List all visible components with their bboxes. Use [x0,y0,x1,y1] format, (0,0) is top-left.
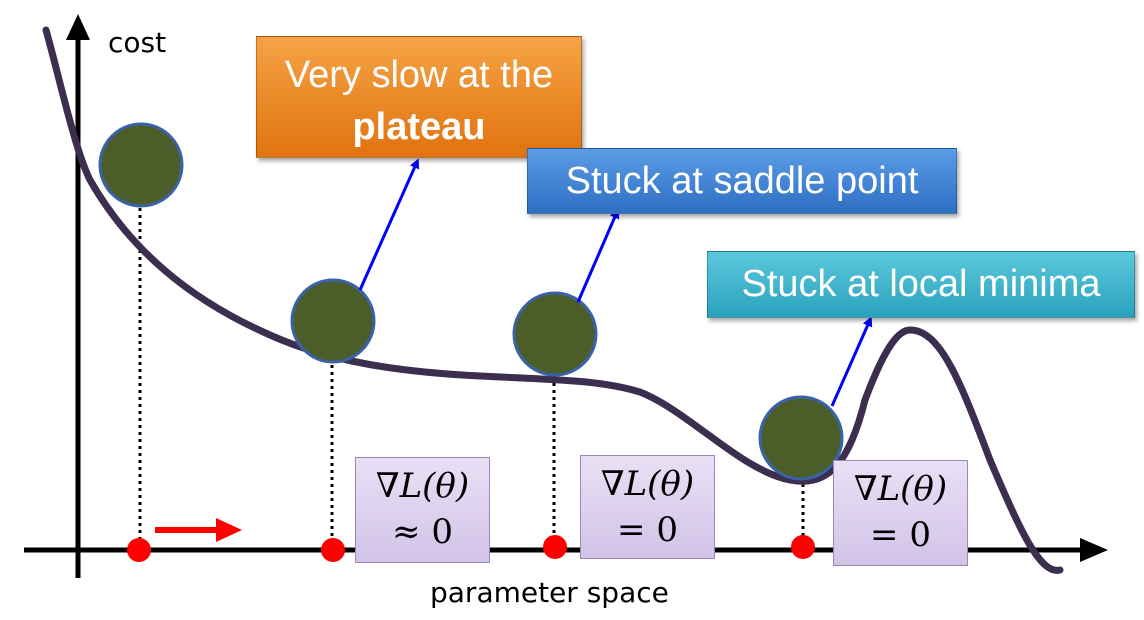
y-axis-label: cost [108,26,167,59]
gradient-value: = 0 [870,515,931,555]
cost-curve [42,26,1064,574]
direction-arrow-head [216,518,242,542]
gradient-label-local-minima: ∇L(θ) = 0 [833,460,968,566]
callout-local-minima: Stuck at local minima [707,251,1135,318]
callout-saddle: Stuck at saddle point [527,148,957,214]
callout-saddle-text: Stuck at saddle point [565,159,919,202]
gradient-expression: ∇L(θ) [375,466,470,506]
ball-plateau [290,278,376,364]
gradient-value: ≈ 0 [392,512,453,552]
param-point [127,538,151,562]
param-point [321,538,345,562]
pointer-arrow-local-minima [830,316,873,407]
x-axis-label: parameter space [430,576,669,609]
callout-plateau-line2: plateau [352,106,486,148]
param-point [543,535,567,559]
ball-local-minima [758,395,844,481]
gradient-label-plateau: ∇L(θ) ≈ 0 [355,457,490,563]
gradient-expression: ∇L(θ) [853,469,948,509]
callout-plateau-line1: Very slow at the [284,54,554,96]
x-axis-arrowhead [1080,538,1108,562]
callout-plateau: Very slow at the plateau [256,36,582,158]
ball-start [98,122,184,208]
gradient-value: = 0 [617,510,678,550]
gradient-label-saddle: ∇L(θ) = 0 [580,455,715,559]
param-point [791,535,815,559]
pointer-arrow-plateau [358,158,420,291]
pointer-arrow-saddle [576,208,620,303]
y-axis-arrowhead [66,14,90,40]
gradient-expression: ∇L(θ) [600,464,695,504]
callout-local-minima-text: Stuck at local minima [741,263,1101,305]
ball-saddle [512,291,598,377]
